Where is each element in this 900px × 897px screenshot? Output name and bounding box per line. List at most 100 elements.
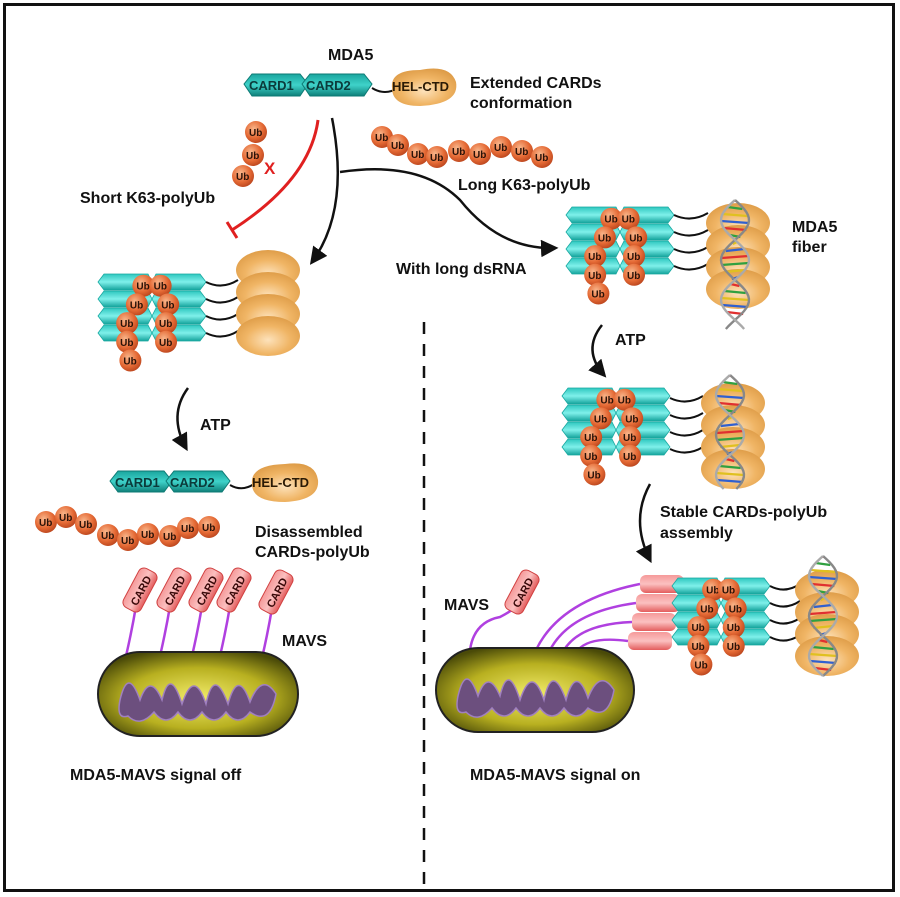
- mavs-linker: [562, 620, 633, 651]
- card2-domain: [301, 73, 373, 97]
- with-long-dsrna-label: With long dsRNA: [396, 261, 527, 278]
- svg-text:Ub: Ub: [430, 153, 443, 164]
- ub: Ub: [696, 597, 719, 620]
- mavs-card: CARD: [216, 567, 252, 657]
- short-polyub-chain: Ub Ub Ub: [232, 121, 267, 187]
- linker: [205, 330, 239, 338]
- hel-ctd-domain: [706, 269, 770, 309]
- ub: Ub: [35, 511, 57, 533]
- hel-ctd-domain: [236, 316, 300, 356]
- ub: Ub: [584, 245, 607, 268]
- mavs-linker: [124, 605, 138, 657]
- svg-text:Ub: Ub: [706, 586, 719, 597]
- mavs-linker: [190, 605, 204, 657]
- linker: [673, 263, 709, 271]
- ub: Ub: [116, 312, 139, 335]
- ub: Ub: [159, 525, 181, 547]
- ub: Ub: [232, 165, 254, 187]
- svg-text:Ub: Ub: [101, 531, 114, 542]
- svg-text:Ub: Ub: [604, 215, 617, 226]
- stable-label-2: assembly: [660, 525, 733, 542]
- dsrna-helix: [714, 374, 746, 490]
- mavs-card: CARD: [156, 567, 192, 657]
- ub: Ub: [722, 634, 745, 657]
- ub: Ub: [75, 513, 97, 535]
- mavs-linker: [158, 605, 172, 657]
- mavs-card-filament: [640, 575, 684, 593]
- ub: Ub: [531, 146, 553, 168]
- atp-arrow-left: [171, 387, 190, 452]
- inhibition-line: [231, 119, 320, 232]
- arrow-to-fiber: [339, 168, 559, 258]
- mavs-card-filament: [636, 594, 680, 612]
- svg-text:Ub: Ub: [727, 642, 740, 653]
- svg-text:Ub: Ub: [375, 133, 388, 144]
- stable-label-1: Stable CARDs-polyUb: [660, 504, 827, 521]
- arrow-to-short-complex: [309, 117, 340, 265]
- svg-text:Ub: Ub: [587, 471, 600, 482]
- svg-text:Ub: Ub: [59, 513, 72, 524]
- svg-text:Ub: Ub: [588, 271, 601, 282]
- ub: Ub: [619, 426, 642, 449]
- mavs-label-left: MAVS: [282, 633, 327, 650]
- svg-text:Ub: Ub: [622, 215, 635, 226]
- mavs-linker: [260, 607, 274, 659]
- ub: Ub: [137, 523, 159, 545]
- mitochondrion-right: [435, 647, 635, 733]
- mavs-linker: [548, 601, 637, 651]
- ub: Ub: [623, 245, 646, 268]
- ub: Ub: [125, 293, 148, 316]
- atp-arrow-right: [588, 324, 607, 378]
- ub: Ub: [583, 463, 606, 486]
- long-polyub-label: Long K63-polyUb: [458, 177, 591, 194]
- svg-text:Ub: Ub: [159, 338, 172, 349]
- ub: Ub: [625, 226, 648, 249]
- svg-text:Ub: Ub: [700, 604, 713, 615]
- dsrna-helix: [807, 555, 839, 677]
- hel-ctd-domain: [701, 449, 765, 489]
- ub: Ub: [157, 293, 180, 316]
- ub: Ub: [600, 207, 623, 230]
- svg-text:Ub: Ub: [584, 452, 597, 463]
- svg-text:Ub: Ub: [600, 396, 613, 407]
- ub: Ub: [242, 144, 264, 166]
- ub: Ub: [589, 407, 612, 430]
- svg-text:Ub: Ub: [729, 604, 742, 615]
- svg-text:Ub: Ub: [120, 319, 133, 330]
- svg-text:Ub: Ub: [691, 623, 704, 634]
- svg-text:Ub: Ub: [79, 520, 92, 531]
- svg-text:Ub: Ub: [623, 452, 636, 463]
- mda5-fiber-label-1: MDA5: [792, 219, 837, 236]
- ub: Ub: [119, 349, 142, 372]
- svg-text:Ub: Ub: [691, 642, 704, 653]
- svg-text:Ub: Ub: [181, 524, 194, 535]
- linker: [673, 246, 709, 254]
- card1-text: CARD1: [249, 78, 294, 93]
- mavs-linker: [218, 605, 232, 657]
- linker: [673, 212, 709, 220]
- svg-text:Ub: Ub: [136, 282, 149, 293]
- svg-text:Ub: Ub: [391, 141, 404, 152]
- ub: Ub: [97, 524, 119, 546]
- ub: Ub: [117, 529, 139, 551]
- ub: Ub: [623, 263, 646, 286]
- svg-text:Ub: Ub: [588, 252, 601, 263]
- ub: Ub: [155, 312, 178, 335]
- disassembled-label-2: CARDs-polyUb: [255, 544, 370, 561]
- svg-text:Ub: Ub: [141, 530, 154, 541]
- svg-text:Ub: Ub: [515, 147, 528, 158]
- svg-text:Ub: Ub: [159, 319, 172, 330]
- ub: Ub: [116, 330, 139, 353]
- ub: Ub: [448, 140, 470, 162]
- ub: Ub: [245, 121, 267, 143]
- linker: [205, 296, 239, 304]
- svg-text:Ub: Ub: [452, 147, 465, 158]
- ub: Ub: [593, 226, 616, 249]
- atp-label-right: ATP: [615, 332, 646, 349]
- ub: Ub: [55, 506, 77, 528]
- ub: Ub: [702, 578, 725, 601]
